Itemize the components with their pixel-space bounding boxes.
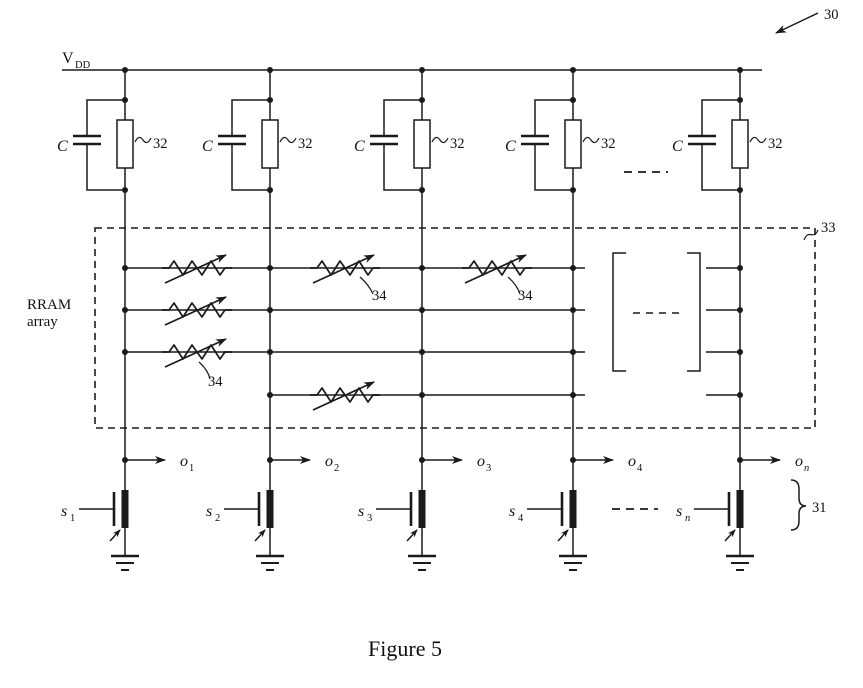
rram-array-label-line2: array — [27, 314, 58, 330]
output-label-5: o — [795, 453, 803, 470]
output-sub-2: 2 — [334, 463, 339, 474]
ref-30-arrow — [775, 12, 819, 34]
ref-32-label-4: 32 — [601, 136, 616, 152]
ref-30-label: 30 — [824, 7, 839, 23]
capacitor-label-1: C — [57, 138, 68, 155]
output-sub-3: 3 — [486, 463, 491, 474]
switch-label-1: s — [61, 503, 67, 520]
output-sub-5: n — [804, 463, 809, 474]
output-label-4: o — [628, 453, 636, 470]
ref-34-leader-3 — [198, 361, 211, 380]
output-sub-1: 1 — [189, 463, 194, 474]
array-continuation-bracket — [612, 252, 701, 372]
ref-32-label-5: 32 — [768, 136, 783, 152]
vdd-label-sub: DD — [75, 60, 91, 71]
ref-34-leader-1 — [359, 276, 374, 295]
ref-34-label-3: 34 — [208, 374, 223, 390]
switch-label-5: s — [676, 503, 682, 520]
capacitor-label-3: C — [354, 138, 365, 155]
rram-array-label-line1: RRAM — [27, 297, 71, 313]
ref-33-label: 33 — [821, 220, 836, 236]
output-label-1: o — [180, 453, 188, 470]
output-sub-4: 4 — [637, 463, 643, 474]
switch-label-3: s — [358, 503, 364, 520]
figure-caption: Figure 5 — [368, 636, 442, 661]
ref-33-leader — [803, 229, 819, 241]
ref-34-leader-2 — [507, 276, 521, 295]
switch-sub-2: 2 — [215, 513, 220, 524]
switch-sub-5: n — [685, 513, 690, 524]
ref-34-label-1: 34 — [372, 288, 387, 304]
ref-31-label: 31 — [812, 500, 827, 516]
ref-32-label-2: 32 — [298, 136, 313, 152]
ref-34-label-2: 34 — [518, 288, 533, 304]
switch-sub-3: 3 — [367, 513, 372, 524]
rram-array-box: 33 RRAM array — [27, 220, 836, 429]
capacitor-label-2: C — [202, 138, 213, 155]
switch-sub-1: 1 — [70, 513, 75, 524]
switch-bank-callout: 31 — [790, 479, 827, 531]
output-label-2: o — [325, 453, 333, 470]
capacitor-label-5: C — [672, 138, 683, 155]
switch-label-4: s — [509, 503, 515, 520]
vdd-rail: V DD — [62, 50, 762, 71]
vdd-label: V — [62, 50, 74, 67]
circuit-reference-callout: 30 — [775, 7, 839, 34]
capacitor-label-4: C — [505, 138, 516, 155]
switch-sub-4: 4 — [518, 513, 524, 524]
switch-bank-bracket — [790, 479, 807, 531]
ref-32-label-3: 32 — [450, 136, 465, 152]
switch-label-2: s — [206, 503, 212, 520]
output-label-3: o — [477, 453, 485, 470]
ref-32-label-1: 32 — [153, 136, 168, 152]
output-taps: o 1 o 2 o 3 o 4 o n — [122, 453, 809, 474]
